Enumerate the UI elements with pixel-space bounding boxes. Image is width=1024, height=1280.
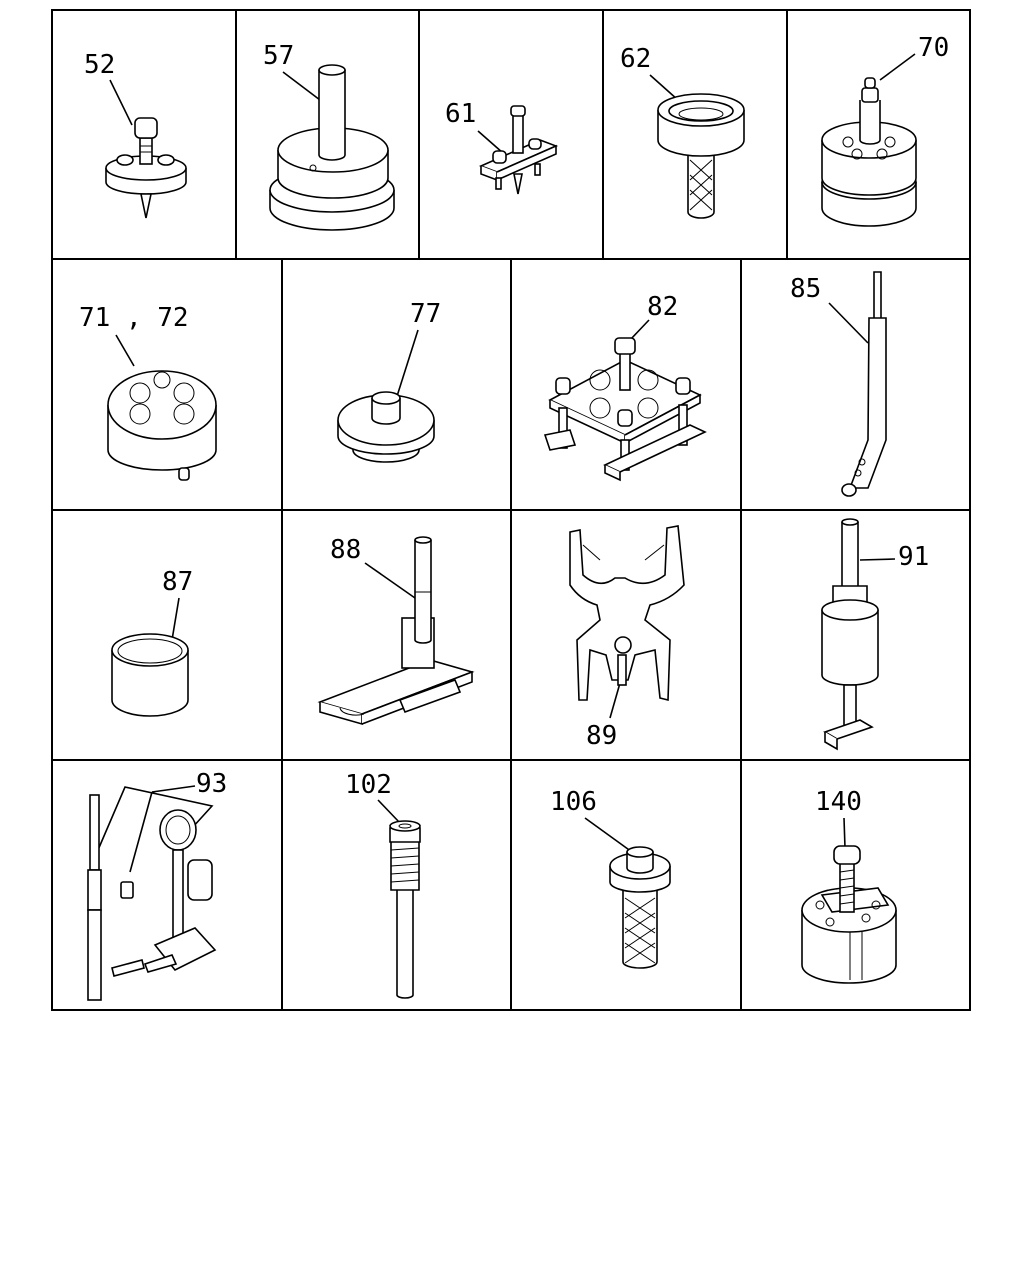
part-88-cell: 88 xyxy=(317,535,475,726)
part-number-label: 102 xyxy=(345,770,392,800)
leader-line xyxy=(859,558,896,561)
part-number-label: 93 xyxy=(196,769,227,799)
sleeve-with-knurled-handle-drawing xyxy=(657,93,745,219)
leader-line xyxy=(477,130,504,154)
compressor-frame-drawing xyxy=(543,337,707,482)
part-106-cell: 106 xyxy=(550,787,671,969)
part-140-cell: 140 xyxy=(801,787,897,984)
part-number-label: 70 xyxy=(918,33,949,63)
part-57-cell: 57 xyxy=(263,41,395,231)
part-89-cell: 89 xyxy=(569,525,685,751)
part-number-label: 62 xyxy=(620,44,651,74)
part-number-label: 140 xyxy=(815,787,862,817)
gauge-set-drawing xyxy=(87,794,217,1001)
installer-with-pilot-shaft-drawing xyxy=(269,64,395,231)
leader-line xyxy=(129,791,153,873)
part-62-cell: 62 xyxy=(620,44,745,219)
bridge-puller-drawing xyxy=(478,105,559,195)
part-61-cell: 61 xyxy=(445,99,559,195)
part-82-cell: 82 xyxy=(543,292,707,482)
leader-line xyxy=(364,562,416,599)
leader-line xyxy=(609,682,621,719)
part-number-label: 106 xyxy=(550,787,597,817)
leader-line xyxy=(629,319,650,341)
part-91-cell: 91 xyxy=(821,518,929,751)
slide-hammer-drawing xyxy=(821,518,879,751)
part-87-cell: 87 xyxy=(111,567,193,717)
part-85-cell: 85 xyxy=(790,271,887,497)
part-number-label: 85 xyxy=(790,274,821,304)
part-102-cell: 102 xyxy=(345,770,421,999)
part-93-cell: 93 xyxy=(87,769,227,1001)
leader-line xyxy=(377,799,401,824)
leader-line xyxy=(97,786,214,851)
leader-line xyxy=(109,79,133,126)
part-number-label: 77 xyxy=(410,299,441,329)
ring-drawing xyxy=(111,633,189,717)
bent-lever-drawing xyxy=(841,271,887,497)
plate-with-four-holes-drawing xyxy=(107,370,217,481)
holder-base-with-shaft-drawing xyxy=(317,536,475,726)
part-70-cell: 70 xyxy=(821,33,949,227)
leader-line xyxy=(115,334,135,367)
part-number-label: 57 xyxy=(263,41,294,71)
part-number-label: 87 xyxy=(162,567,193,597)
leader-line xyxy=(151,785,196,793)
threaded-rod-drawing xyxy=(389,820,421,999)
leader-line xyxy=(843,817,846,849)
leader-line xyxy=(879,53,916,81)
part-77-cell: 77 xyxy=(337,299,441,463)
leader-line xyxy=(282,71,321,101)
leader-line xyxy=(649,74,679,101)
leader-line xyxy=(584,817,633,853)
part-number-label: 71 , 72 xyxy=(79,303,189,333)
part-number-label: 88 xyxy=(330,535,361,565)
stepped-installer-with-nut-drawing xyxy=(821,77,917,227)
part-number-label: 89 xyxy=(586,721,617,751)
leader-line xyxy=(171,597,180,641)
part-number-label: 61 xyxy=(445,99,476,129)
part-number-label: 52 xyxy=(84,50,115,80)
split-collet-puller-drawing xyxy=(801,845,897,984)
leader-line xyxy=(828,302,869,344)
part-number-label: 91 xyxy=(898,542,929,572)
part-number-label: 82 xyxy=(647,292,678,322)
diagram-grid xyxy=(51,9,971,1011)
part-52-cell: 52 xyxy=(84,50,187,219)
part-71-72-cell: 71 , 72 xyxy=(79,303,217,481)
knurled-adapter-drawing xyxy=(609,846,671,969)
stepped-disc-drawing xyxy=(337,391,435,463)
puller-with-center-bolt-drawing xyxy=(105,117,187,219)
ring-pliers-drawing xyxy=(569,525,685,702)
